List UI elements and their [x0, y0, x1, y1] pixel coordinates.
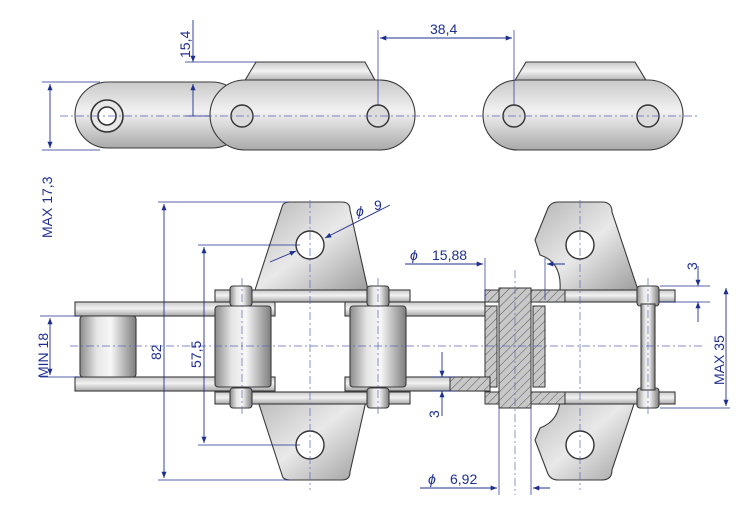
dim-pin-symbol: ϕ — [428, 471, 436, 487]
dim-plate-span: 57,5 — [188, 341, 204, 368]
dim-max-width: MAX 35 — [711, 335, 727, 385]
side-view — [60, 61, 700, 151]
dim-offset-top: 3 — [684, 262, 700, 270]
top-dimensions: ϕ 9 ϕ 15,88 3 MAX 35 MIN 18 82 57,5 — [35, 197, 730, 495]
roller-1 — [79, 315, 137, 378]
section-bushing-right — [532, 305, 546, 388]
top-view — [70, 200, 705, 495]
dim-hole-symbol: ϕ — [356, 203, 364, 219]
dim-max-height: MAX 17,3 — [39, 176, 55, 238]
dim-inner-width: MIN 18 — [35, 333, 51, 378]
pin-head-1-bottom — [229, 387, 253, 409]
inner-plate-strip-bottom — [214, 391, 411, 405]
dim-roller-symbol: ϕ — [410, 247, 418, 263]
dim-pin-diameter: 6,92 — [450, 471, 477, 487]
inner-plate-middle — [209, 79, 416, 151]
dim-offset-bottom: 3 — [426, 410, 442, 418]
roller-2 — [214, 305, 272, 388]
section-bushing-left — [484, 305, 498, 388]
side-dimensions: 15,4 38,4 MAX 17,3 — [39, 20, 515, 238]
section-link-arm — [449, 376, 491, 392]
dim-roller-diameter: 15,88 — [432, 247, 467, 263]
inner-plate-strip-top — [214, 289, 411, 303]
dim-pitch: 38,4 — [430, 21, 457, 37]
dim-hole-diameter: 9 — [374, 197, 382, 213]
attachment-top-right — [513, 61, 648, 83]
pin-head-1-top — [229, 285, 253, 307]
outer-plate-right — [482, 79, 684, 151]
dim-attachment-span: 82 — [148, 344, 164, 360]
attachment-top-left — [243, 61, 377, 83]
dim-plate-height: 15,4 — [177, 31, 193, 58]
